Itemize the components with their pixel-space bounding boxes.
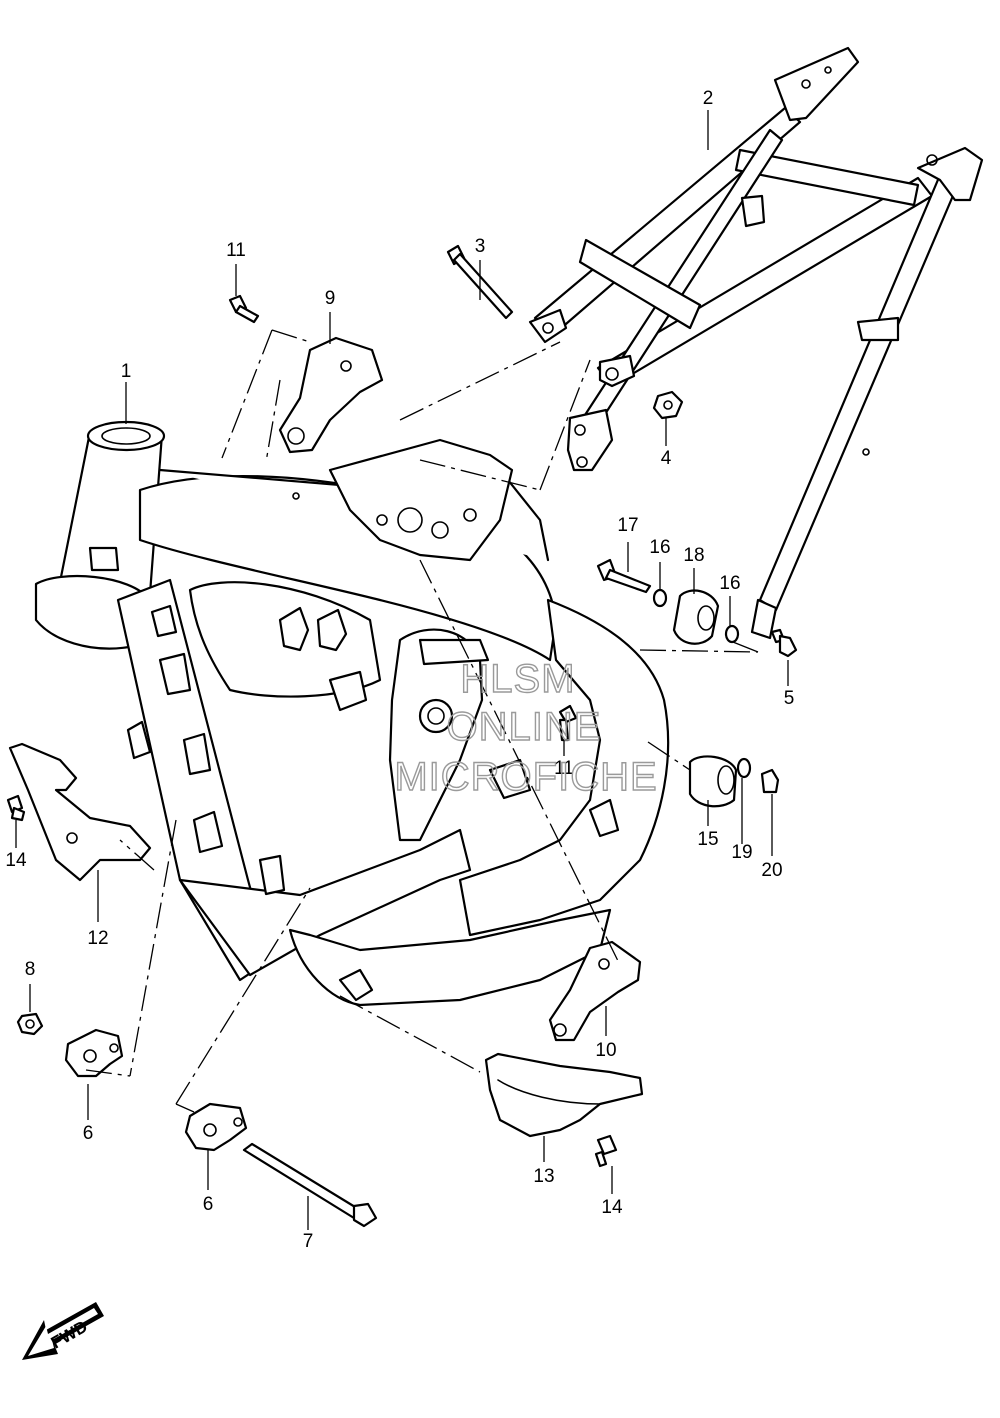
callout-20: 20 (761, 860, 782, 881)
callout-3: 3 (475, 236, 486, 257)
nut-part-4[interactable] (652, 390, 684, 420)
watermark-line-3: MICROFICHE (394, 755, 657, 799)
callout-12: 12 (87, 928, 108, 949)
rear-subframe-part-2[interactable] (528, 46, 984, 640)
assembly-lines (85, 329, 759, 1113)
bolt-part-11-upper[interactable] (228, 294, 260, 324)
callout-14-left: 14 (5, 850, 27, 871)
washer-part-16-right[interactable] (724, 624, 740, 644)
callout-11-lower: 11 (554, 758, 574, 779)
fwd-arrow-icon: FWD (22, 1302, 104, 1360)
callout-13: 13 (533, 1166, 554, 1187)
callout-14-right: 14 (601, 1197, 623, 1218)
long-bolt-part-7[interactable] (242, 1142, 378, 1228)
washer-part-16-left[interactable] (652, 588, 668, 608)
callout-18: 18 (683, 545, 704, 566)
bolt-part-14-left[interactable] (6, 794, 26, 822)
callout-7: 7 (303, 1231, 314, 1252)
callout-15: 15 (697, 829, 718, 850)
callout-8: 8 (25, 959, 36, 980)
mount-bracket-part-6-upper[interactable] (64, 1028, 124, 1078)
nut-part-8[interactable] (16, 1012, 44, 1036)
watermark-line-2: ONLINE (447, 705, 602, 749)
bushing-part-18[interactable] (672, 589, 720, 645)
frame-guard-part-12[interactable] (8, 742, 152, 882)
callout-16-right: 16 (719, 573, 740, 594)
callout-19: 19 (731, 842, 752, 863)
washer-part-19[interactable] (736, 757, 752, 779)
main-frame-part-1[interactable] (34, 420, 870, 1007)
callout-4: 4 (661, 448, 672, 469)
callout-numbers: 1 2 3 4 5 6 6 7 8 9 10 11 11 12 13 14 14… (5, 88, 794, 1252)
callout-11-upper: 11 (226, 240, 246, 261)
callout-5: 5 (784, 688, 795, 709)
callout-6-lower: 6 (203, 1194, 214, 1215)
callout-2: 2 (703, 88, 714, 109)
callout-6-upper: 6 (83, 1123, 94, 1144)
bolt-part-14-right[interactable] (594, 1134, 618, 1168)
watermark-line-1: HLSM (460, 657, 575, 701)
collar-part-20[interactable] (760, 768, 780, 794)
watermark: HLSM ONLINE MICROFICHE (394, 656, 658, 799)
callout-10: 10 (595, 1040, 616, 1061)
bolt-part-5[interactable] (770, 628, 798, 658)
frame-guard-part-13[interactable] (484, 1052, 644, 1138)
callout-9: 9 (325, 288, 336, 309)
bolt-part-3[interactable] (446, 244, 514, 320)
leader-lines (15, 110, 789, 1230)
callout-17: 17 (617, 515, 638, 536)
bolt-part-11-lower[interactable] (558, 704, 578, 742)
callout-16-left: 16 (649, 537, 670, 558)
mount-bracket-part-6-lower[interactable] (184, 1102, 248, 1152)
engine-bracket-part-10[interactable] (548, 940, 642, 1042)
bushing-part-15[interactable] (688, 755, 738, 808)
engine-bracket-part-9[interactable] (278, 336, 384, 454)
callout-1: 1 (121, 361, 132, 382)
bolt-part-17[interactable] (596, 558, 652, 594)
